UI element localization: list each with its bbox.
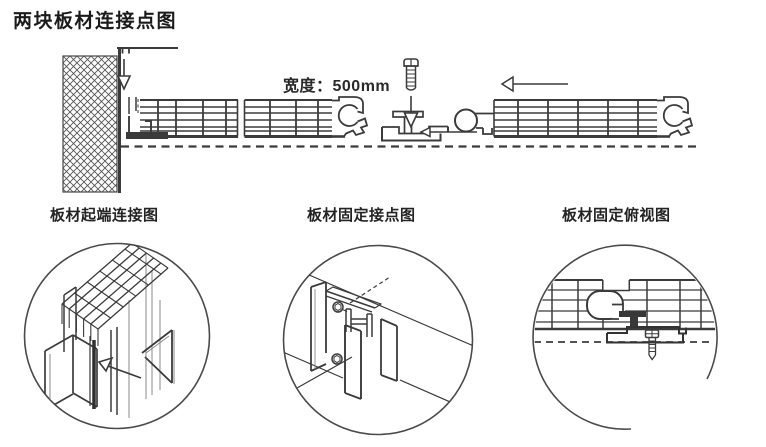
detail-circle-start-connection <box>23 242 211 430</box>
screw-icon <box>332 301 348 313</box>
top-edge-line <box>117 47 178 54</box>
left-plate <box>310 281 327 372</box>
slide-arrow-icon <box>500 75 568 93</box>
detail-circle-fixing-joint <box>282 244 474 436</box>
panel-left <box>140 95 369 141</box>
screw-icon <box>644 329 660 361</box>
base-plate <box>606 326 687 344</box>
screw-icon <box>403 58 419 91</box>
page-title: 两块板材连接点图 <box>13 11 178 32</box>
h-profile-clip <box>345 308 373 337</box>
clip-top-flange <box>325 286 383 313</box>
back-flange-strip <box>63 286 77 352</box>
detail-circle-top-view <box>532 244 718 430</box>
detail-circle-outline <box>532 244 718 430</box>
isometric-panel-grid <box>61 243 169 346</box>
wall-crosshatch <box>62 48 121 193</box>
panel-right <box>454 95 694 138</box>
down-arrow-icon <box>116 59 132 91</box>
panel-hook-lobe <box>454 108 478 133</box>
width-dimension-label: 宽度：500mm <box>283 78 391 95</box>
main-section-view <box>62 47 699 193</box>
right-wing-trim <box>141 329 173 384</box>
front-plate <box>344 324 362 400</box>
detail-caption-fixing-joint: 板材固定接点图 <box>307 207 416 224</box>
screw-icon <box>331 353 343 365</box>
tee-clip-dark <box>619 311 646 328</box>
detail-caption-start-connection: 板材起端连接图 <box>50 207 159 224</box>
wall-edge-diagonals <box>283 264 473 413</box>
screw-axis-dashed <box>349 276 391 304</box>
panel-break-gap <box>238 95 245 141</box>
start-trim-channel <box>126 97 168 139</box>
detail-caption-top-view: 板材固定俯视图 <box>562 207 671 224</box>
right-plate <box>380 318 398 382</box>
down-arrow-icon <box>403 96 419 129</box>
top-notch <box>602 278 631 292</box>
insert-arrow-icon <box>97 356 142 379</box>
corner-trim-channel <box>44 334 98 411</box>
hook-in-socket <box>586 290 632 327</box>
